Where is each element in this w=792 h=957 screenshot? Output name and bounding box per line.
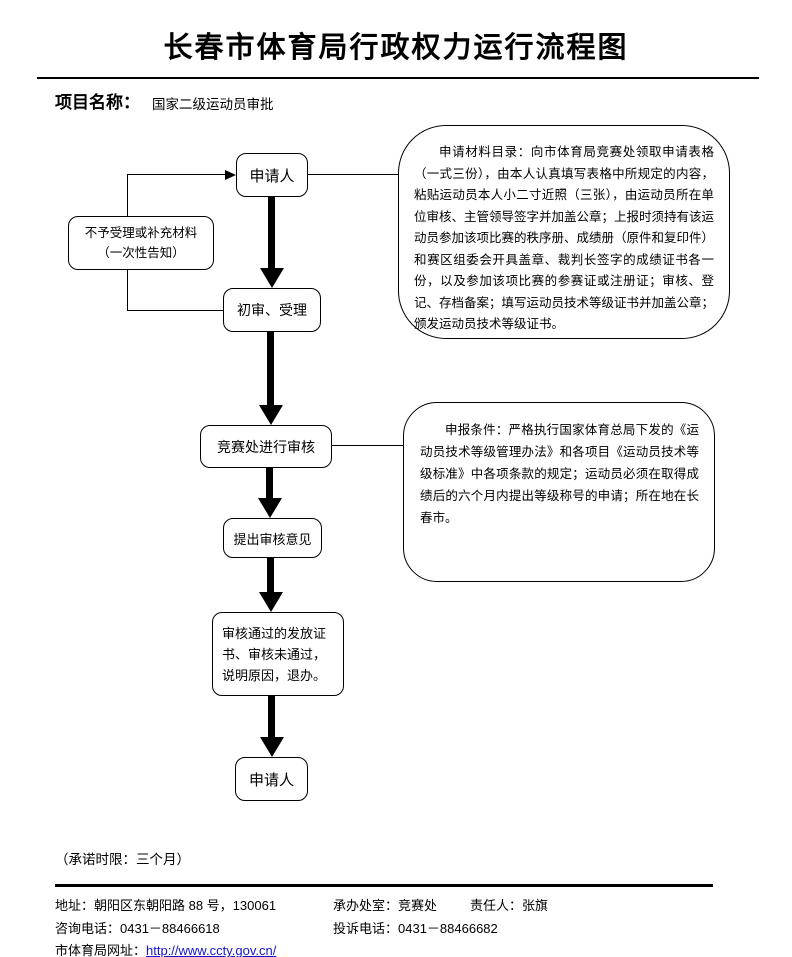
flow-node-dept-review: 竞赛处进行审核 [200, 425, 332, 468]
project-name-value: 国家二级运动员审批 [152, 97, 274, 112]
arrow-down-icon-4 [259, 592, 283, 612]
feedback-line-top [127, 174, 227, 175]
flow-node-applicant-top: 申请人 [236, 153, 308, 197]
arrow-down-icon-3 [258, 498, 282, 518]
connector-review-conditions [332, 445, 404, 446]
sports-bureau-website-link[interactable]: http://www.ccty.gov.cn/ [146, 943, 277, 957]
footer-divider [55, 884, 713, 887]
arrow-stem-4 [267, 558, 274, 593]
footer-website-label: 市体育局网址： [55, 943, 147, 957]
footer-office: 承办处室：竞赛处 [333, 898, 438, 913]
footer-responsible-person: 责任人：张旗 [470, 898, 549, 913]
arrow-down-icon-2 [259, 405, 283, 425]
footer-complaint-phone: 投诉电话：0431－88466682 [333, 921, 498, 936]
flow-node-result: 审核通过的发放证书、审核未通过，说明原因，退办。 [212, 612, 344, 696]
flow-node-initial-review: 初审、受理 [223, 288, 321, 332]
arrow-down-icon-1 [260, 268, 284, 288]
arrow-stem-3 [266, 468, 273, 499]
callout-conditions-text: 申报条件：严格执行国家体育总局下发的《运动员技术等级管理办法》和各项目《运动员技… [420, 423, 699, 525]
flow-node-reject-or-supplement: 不予受理或补充材料 （一次性告知） [68, 216, 214, 270]
arrow-stem-5 [268, 696, 275, 738]
project-name-label: 项目名称： [55, 93, 140, 112]
flow-node-applicant-bottom: 申请人 [235, 757, 308, 801]
footer-consult-phone: 咨询电话：0431－88466618 [55, 921, 220, 936]
arrow-stem-1 [268, 197, 275, 269]
title-divider [37, 77, 759, 79]
footer-website-row: 市体育局网址：http://www.ccty.gov.cn/ [55, 940, 276, 957]
callout-application-conditions: 申报条件：严格执行国家体育总局下发的《运动员技术等级管理办法》和各项目《运动员技… [403, 402, 715, 582]
feedback-line-bottom [127, 310, 224, 311]
feedback-arrowhead-icon [225, 170, 236, 180]
arrow-stem-2 [267, 332, 274, 406]
page-title: 长春市体育局行政权力运行流程图 [163, 32, 629, 64]
arrow-down-icon-5 [260, 737, 284, 757]
connector-applicant-materials [308, 174, 399, 175]
flow-node-review-opinion: 提出审核意见 [223, 518, 322, 558]
callout-materials-text: 申请材料目录：向市体育局竞赛处领取申请表格（一式三份），由本人认真填写表格中所规… [414, 145, 715, 331]
callout-application-materials: 申请材料目录：向市体育局竞赛处领取申请表格（一式三份），由本人认真填写表格中所规… [398, 125, 730, 339]
promise-time-note: （承诺时限：三个月） [55, 852, 190, 867]
footer-address: 地址：朝阳区东朝阳路 88 号，130061 [55, 898, 277, 913]
